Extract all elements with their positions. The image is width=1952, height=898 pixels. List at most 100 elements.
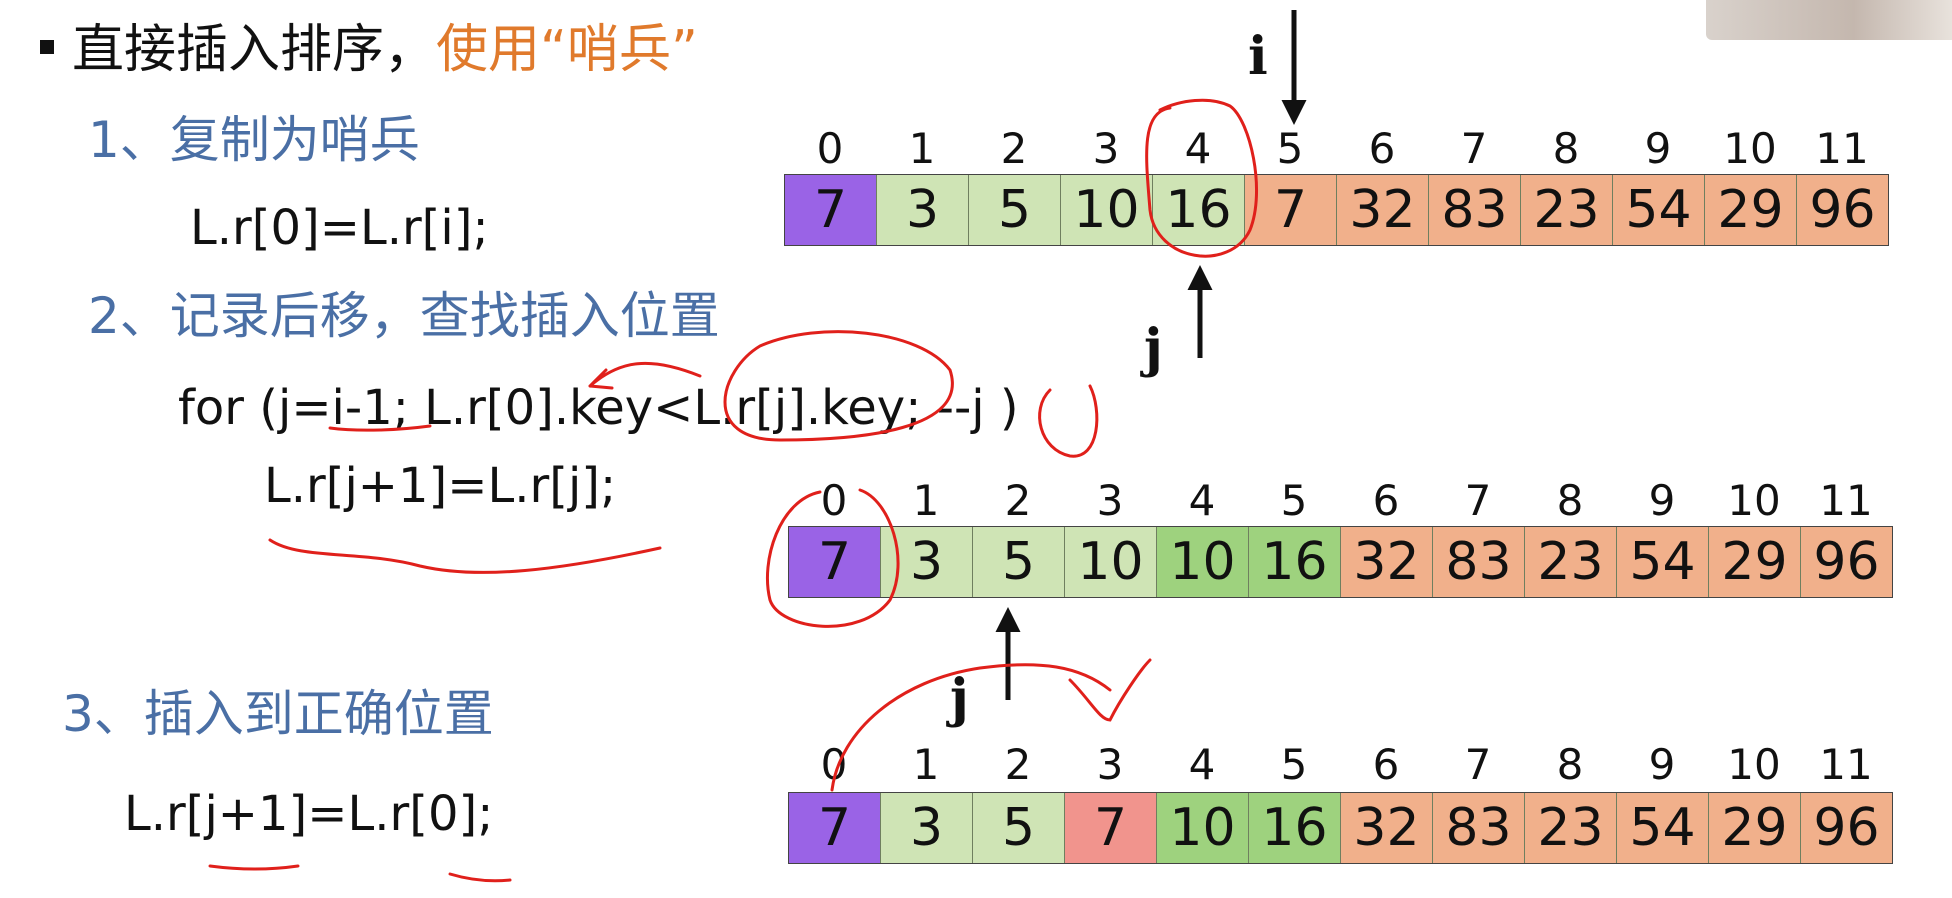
array-cell: 32 xyxy=(1337,175,1429,245)
array-cell: 83 xyxy=(1433,527,1525,597)
array-cell: 3 xyxy=(877,175,969,245)
array-cell: 7 xyxy=(785,175,877,245)
array-1: 7 3 5 10 16 7 32 83 23 54 29 96 xyxy=(784,174,1889,246)
index-label: 1 xyxy=(908,124,936,173)
array-cell: 10 xyxy=(1061,175,1153,245)
index-label: 9 xyxy=(1644,124,1672,173)
index-label: 5 xyxy=(1276,124,1304,173)
step-1-code: L.r[0]=L.r[i]; xyxy=(190,200,489,256)
index-label: 2 xyxy=(1000,124,1028,173)
checkmark-icon xyxy=(1068,658,1152,722)
index-label: 3 xyxy=(1096,740,1124,789)
pointer-j-label-array-1: j xyxy=(1144,318,1163,379)
index-label: 11 xyxy=(1815,124,1869,173)
loop-annotation xyxy=(1038,384,1099,458)
array-cell: 29 xyxy=(1709,793,1801,863)
array-cell: 7 xyxy=(1245,175,1337,245)
index-label: 0 xyxy=(820,476,848,525)
array-cell: 32 xyxy=(1341,527,1433,597)
index-label: 8 xyxy=(1556,740,1584,789)
index-label: 11 xyxy=(1819,740,1873,789)
array-cell: 54 xyxy=(1617,793,1709,863)
index-label: 5 xyxy=(1280,740,1308,789)
circle-annotation xyxy=(1145,98,1258,258)
array-2: 7 3 5 10 10 16 32 83 23 54 29 96 xyxy=(788,526,1893,598)
array-cell: 5 xyxy=(969,175,1061,245)
index-label: 2 xyxy=(1004,740,1032,789)
array-cell: 83 xyxy=(1433,793,1525,863)
array-cell: 7 xyxy=(1065,793,1157,863)
step-2-code-body: L.r[j+1]=L.r[j]; xyxy=(264,458,617,514)
index-label: 8 xyxy=(1556,476,1584,525)
step-1-label: 1、复制为哨兵 xyxy=(88,111,420,169)
index-label: 7 xyxy=(1464,740,1492,789)
index-label: 3 xyxy=(1096,476,1124,525)
array-3: 7 3 5 7 10 16 32 83 23 54 29 96 xyxy=(788,792,1893,864)
title-main: 直接插入排序， xyxy=(72,20,437,80)
slide-title: 直接插入排序，使用“哨兵” xyxy=(40,14,698,86)
index-label: 1 xyxy=(912,740,940,789)
index-label: 4 xyxy=(1188,740,1216,789)
circle-annotation xyxy=(765,488,900,628)
red-handwriting xyxy=(208,98,1258,883)
curve-annotation xyxy=(830,663,1112,792)
pointer-j-label-array-2: j xyxy=(950,668,969,729)
array-cell: 96 xyxy=(1801,793,1892,863)
array-cell: 16 xyxy=(1249,527,1341,597)
underline-annotation xyxy=(268,538,662,574)
array-cell: 32 xyxy=(1341,793,1433,863)
index-label: 10 xyxy=(1723,124,1777,173)
index-label: 3 xyxy=(1092,124,1120,173)
index-label: 5 xyxy=(1280,476,1308,525)
bullet-icon xyxy=(40,40,54,54)
step-2-label: 2、记录后移，查找插入位置 xyxy=(88,287,720,345)
array-cell: 10 xyxy=(1065,527,1157,597)
array-cell: 7 xyxy=(789,527,881,597)
step-3-code: L.r[j+1]=L.r[0]; xyxy=(124,786,494,842)
underline-annotation xyxy=(208,864,300,871)
pointer-i-label: i xyxy=(1248,26,1268,87)
array-cell: 5 xyxy=(973,527,1065,597)
array-cell: 29 xyxy=(1709,527,1801,597)
array-cell: 7 xyxy=(789,793,881,863)
step-3-label: 3、插入到正确位置 xyxy=(62,685,494,743)
index-label: 10 xyxy=(1727,740,1781,789)
title-highlight: 使用“哨兵” xyxy=(436,20,698,80)
index-label: 7 xyxy=(1460,124,1488,173)
array-cell: 16 xyxy=(1249,793,1341,863)
array-cell: 96 xyxy=(1801,527,1892,597)
array-cell: 96 xyxy=(1797,175,1888,245)
array-2-indices: 0 1 2 3 4 5 6 7 8 9 10 11 xyxy=(788,476,1892,526)
index-label: 11 xyxy=(1819,476,1873,525)
webcam-thumbnail xyxy=(1706,0,1952,40)
index-label: 7 xyxy=(1464,476,1492,525)
index-label: 4 xyxy=(1184,124,1212,173)
index-label: 0 xyxy=(816,124,844,173)
array-cell: 23 xyxy=(1525,527,1617,597)
array-cell: 29 xyxy=(1705,175,1797,245)
index-label: 8 xyxy=(1552,124,1580,173)
underline-annotation xyxy=(448,872,512,883)
array-cell: 23 xyxy=(1521,175,1613,245)
array-3-indices: 0 1 2 3 4 5 6 7 8 9 10 11 xyxy=(788,740,1892,790)
array-cell: 5 xyxy=(973,793,1065,863)
array-cell: 23 xyxy=(1525,793,1617,863)
index-label: 9 xyxy=(1648,476,1676,525)
array-cell: 10 xyxy=(1157,527,1249,597)
array-cell: 16 xyxy=(1153,175,1245,245)
array-cell: 3 xyxy=(881,793,973,863)
array-cell: 54 xyxy=(1613,175,1705,245)
array-cell: 83 xyxy=(1429,175,1521,245)
index-label: 10 xyxy=(1727,476,1781,525)
index-label: 4 xyxy=(1188,476,1216,525)
underline-annotation xyxy=(328,424,432,432)
index-label: 6 xyxy=(1368,124,1396,173)
index-label: 2 xyxy=(1004,476,1032,525)
index-label: 9 xyxy=(1648,740,1676,789)
arrow-annotation xyxy=(588,361,702,390)
array-1-indices: 0 1 2 3 4 5 6 7 8 9 10 11 xyxy=(784,124,1888,174)
index-label: 6 xyxy=(1372,740,1400,789)
index-label: 1 xyxy=(912,476,940,525)
array-cell: 10 xyxy=(1157,793,1249,863)
